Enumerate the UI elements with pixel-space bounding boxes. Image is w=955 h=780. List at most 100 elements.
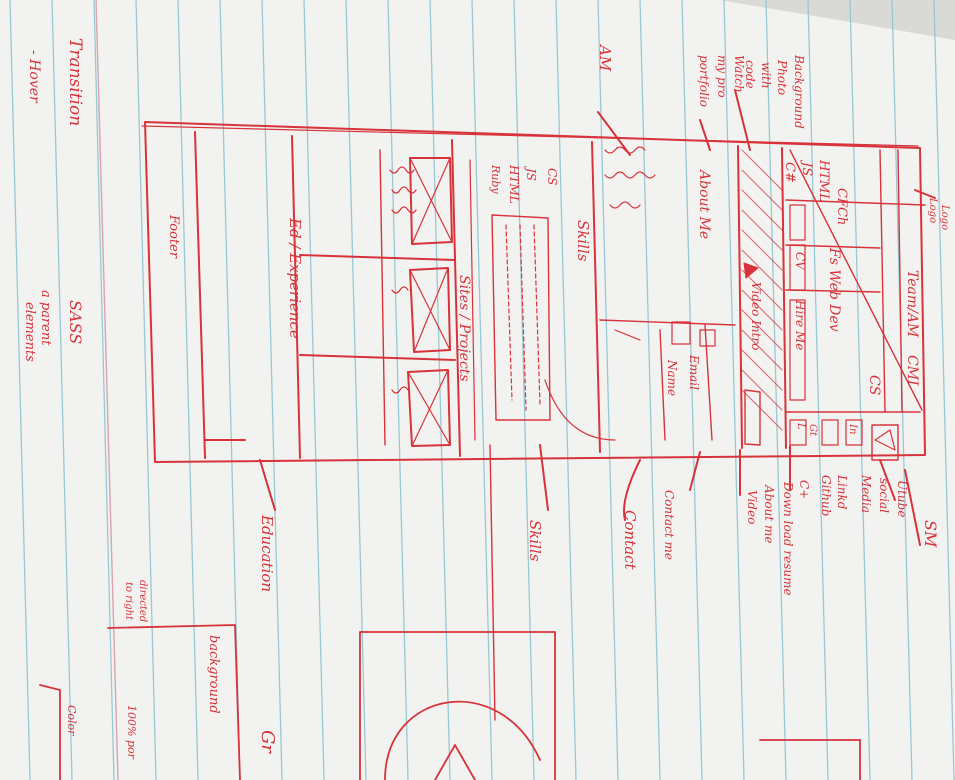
email-label: Email	[687, 354, 701, 390]
annotation-my-pro: my pro	[715, 55, 729, 98]
social-l: L	[795, 422, 806, 430]
about-divider	[737, 145, 743, 449]
role-label: Fs Web Dev	[826, 247, 842, 332]
annotation-skills: Skills	[526, 520, 544, 562]
lower-sketches	[39, 624, 861, 780]
email-checkbox	[699, 329, 716, 347]
annotation-video: Video	[745, 490, 759, 524]
annotation-elements: elements	[22, 302, 37, 362]
nav-label-team: Team/AM	[904, 270, 920, 338]
annotation-a-parent: a parent	[38, 290, 53, 346]
education-divider	[291, 135, 301, 459]
annotation-directed: directed	[137, 580, 148, 622]
annotation-contact-me: Contact me	[662, 490, 676, 560]
annotation-sass: SASS	[66, 300, 85, 344]
logo-label: Logo	[927, 197, 938, 223]
annotation-contact: Contact	[621, 510, 639, 571]
skills-title: Skills	[574, 220, 592, 262]
footer-divider	[194, 131, 206, 459]
education-title: Ed / Experience	[286, 217, 304, 339]
skills-bars	[491, 214, 551, 421]
annotation-am: AM	[596, 43, 614, 72]
projects-title: Sites / Projects	[456, 275, 472, 382]
rule-line	[177, 0, 199, 780]
annotation-logo: Logo	[939, 204, 950, 230]
annotation-background-box: background	[206, 635, 221, 714]
annotation-to-right: to right	[123, 582, 134, 621]
rule-line	[135, 0, 157, 780]
skills-divider	[591, 141, 601, 453]
video-hatch	[741, 149, 783, 431]
rule-line	[9, 0, 31, 780]
rule-line	[261, 0, 283, 780]
annotation-about-me: About me	[762, 484, 776, 543]
nav-label-cs: CS	[866, 375, 882, 395]
annotation-percent: 100% por	[125, 705, 138, 760]
play-icon	[743, 262, 759, 279]
annotation-portfolio: portfolio	[697, 55, 711, 107]
rule-line	[681, 0, 703, 780]
annotation-linkd: Linkd	[835, 474, 849, 510]
stack-html: HTML	[816, 159, 831, 202]
rule-line	[765, 0, 787, 780]
hire-me-label: Hire Me	[793, 299, 807, 350]
wireframe	[141, 89, 936, 721]
rule-line	[933, 0, 955, 780]
rule-line	[51, 0, 73, 780]
skill-html: HTML	[507, 164, 521, 204]
circle-box	[359, 631, 556, 780]
annotation-social: social	[877, 478, 891, 513]
annotation-photo: Photo	[775, 59, 789, 95]
skill-ruby: Ruby	[489, 164, 502, 194]
rule-line	[597, 0, 619, 780]
annotation-with: with	[759, 62, 773, 89]
header-divider	[781, 147, 787, 449]
video-label: Video Intro	[749, 282, 763, 350]
annotation-color: Color	[65, 705, 78, 736]
page-underneath	[560, 0, 955, 60]
youtube-icon	[874, 429, 896, 451]
annotation-utube: Utube	[895, 480, 909, 517]
social-gt: Gt	[807, 424, 818, 437]
name-checkbox	[671, 321, 691, 345]
annotation-gr: Gr	[257, 730, 278, 754]
footer-label: Footer	[166, 214, 181, 259]
about-title: About Me	[696, 168, 712, 239]
annotation-cplus: C+	[797, 480, 811, 499]
annotation-transition: Transition	[65, 38, 85, 126]
skill-cs: CS	[545, 168, 559, 185]
skill-js: JS	[524, 165, 538, 181]
nav-label-cmi: CMI	[904, 355, 920, 386]
rule-line	[555, 0, 577, 780]
social-in: In	[847, 423, 858, 434]
rule-line	[513, 0, 535, 780]
cv-button-label: CV	[793, 252, 807, 271]
background-box	[107, 624, 241, 780]
annotation-watch: Watch	[732, 55, 746, 93]
annotation-download-resume: Down load resume	[781, 481, 795, 596]
annotation-code: code	[743, 60, 757, 89]
annotation-sm: SM	[921, 520, 940, 548]
rule-line	[723, 0, 745, 780]
rule-line	[807, 0, 829, 780]
annotation-hover: - Hover	[26, 50, 42, 104]
stack-js: JS	[799, 159, 814, 176]
stack-csharp: C#	[782, 162, 797, 183]
margin-line	[95, 0, 119, 780]
rule-line	[639, 0, 661, 780]
rule-line	[429, 0, 451, 780]
annotation-background: Background	[792, 54, 806, 129]
rule-line	[471, 0, 493, 780]
rule-line	[345, 0, 367, 780]
annotation-github: Github	[819, 475, 833, 516]
stack-cfch: CFCh	[834, 188, 849, 225]
rule-line	[849, 0, 871, 780]
annotation-media: Media	[859, 474, 873, 513]
rule-line	[93, 0, 115, 780]
name-label: Name	[665, 359, 679, 396]
annotation-education: Education	[258, 514, 276, 592]
projects-divider	[451, 139, 461, 457]
